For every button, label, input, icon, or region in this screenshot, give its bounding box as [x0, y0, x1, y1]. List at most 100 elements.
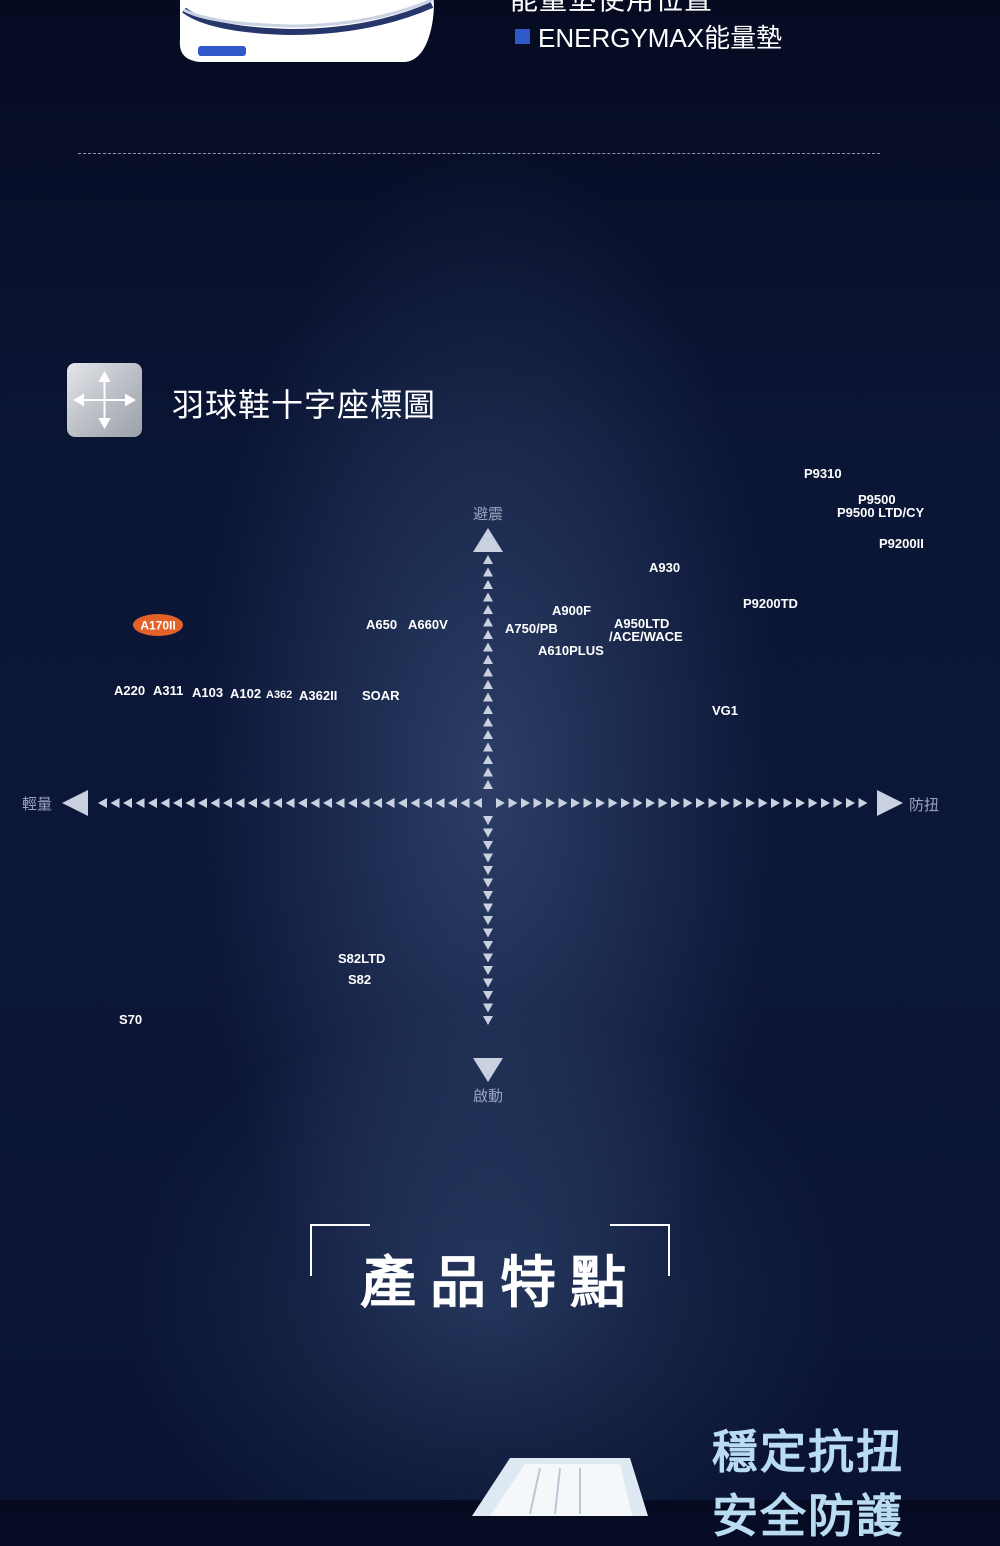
axis-arrow-mark: [483, 567, 493, 577]
model-label: A102: [230, 686, 261, 701]
axis-label-bottom: 啟動: [473, 1088, 503, 1105]
axis-arrow-mark: [323, 798, 332, 808]
axis-arrow-mark: [173, 798, 182, 808]
title-bracket-left: [310, 1224, 370, 1276]
model-label: A311: [153, 683, 183, 698]
axis-arrow-mark: [496, 798, 505, 808]
energymax-legend-label: ENERGYMAX能量墊: [538, 23, 783, 53]
axis-arrow-mark: [483, 953, 493, 963]
product-features-title: 產品特點: [360, 1251, 640, 1314]
model-label: A660V: [408, 617, 448, 632]
energymax-legend-swatch: [515, 29, 530, 44]
axis-arrow-mark: [483, 680, 493, 689]
move-arrows-icon: [67, 363, 142, 437]
axis-arrow-mark: [448, 798, 457, 808]
axis-arrow-mark: [546, 798, 555, 808]
axis-arrow-mark: [771, 798, 780, 808]
axis-arrow-mark: [483, 692, 493, 702]
axis-arrow-mark: [483, 742, 493, 752]
axis-arrow-mark: [473, 798, 482, 808]
axis-arrow-mark: [483, 978, 493, 988]
axis-arrow-mark: [483, 1016, 493, 1025]
shoe-illustration: [179, 0, 434, 62]
chart-axes: [62, 528, 903, 1082]
model-label: /ACE/WACE: [609, 629, 683, 644]
axis-arrow-mark: [571, 798, 580, 808]
axis-arrow-mark: [385, 798, 395, 808]
axis-arrow-mark: [483, 991, 493, 1000]
axis-arrow-mark: [733, 798, 743, 808]
axis-arrow-mark: [235, 798, 245, 808]
axis-arrow-mark: [846, 798, 855, 808]
axis-arrow-mark: [483, 941, 493, 950]
model-label: A950LTD: [614, 616, 669, 631]
model-label: A610PLUS: [538, 643, 604, 658]
axis-arrow-mark: [483, 878, 493, 888]
axis-arrow-mark: [483, 605, 493, 614]
axis-arrow-mark: [123, 798, 132, 808]
axis-arrow-mark: [483, 730, 493, 739]
model-label: SOAR: [362, 688, 400, 703]
model-label: P9200II: [879, 536, 924, 551]
axis-arrow-mark: [483, 891, 493, 900]
axis-arrow-mark: [248, 798, 257, 808]
axis-arrow-mark: [708, 798, 718, 808]
axis-arrow-mark: [483, 767, 493, 777]
axis-arrow-mark: [671, 798, 680, 808]
axis-arrow-mark: [696, 798, 705, 808]
axis-arrow-mark: [483, 717, 493, 727]
model-label: P9200TD: [743, 596, 798, 611]
axis-arrow-mark: [185, 798, 195, 808]
axis-arrow-mark: [310, 798, 320, 808]
axis-arrow-mark: [783, 798, 793, 808]
axis-arrow-mark: [858, 798, 868, 808]
model-label: P9500: [858, 492, 896, 507]
axis-arrow-mark: [483, 928, 493, 938]
model-label: P9500 LTD/CY: [837, 505, 925, 520]
axis-arrow-mark: [260, 798, 270, 808]
cross-chart-title: 羽球鞋十字座標圖: [172, 387, 437, 423]
axis-arrow-mark: [521, 798, 530, 808]
axis-arrow-mark: [483, 866, 493, 875]
axis-arrow-mark: [285, 798, 295, 808]
axis-arrow-mark: [148, 798, 157, 808]
dashed-divider: [78, 153, 880, 154]
axis-arrow-mark: [483, 853, 493, 863]
axis-arrow-mark: [633, 798, 643, 808]
highlight-badge: [133, 614, 183, 636]
model-label: S82LTD: [338, 951, 385, 966]
axis-arrow-mark: [583, 798, 593, 808]
model-label: A362II: [299, 688, 337, 703]
axis-arrow-mark: [435, 798, 445, 808]
model-label-highlighted: A170II: [140, 619, 175, 633]
axis-arrow-mark: [360, 798, 370, 808]
feature-heading: 穩定抗扭: [712, 1426, 904, 1478]
axis-arrow-mark: [473, 1058, 503, 1082]
axis-arrow-mark: [483, 655, 493, 664]
axis-arrow-mark: [483, 630, 493, 639]
axis-arrow-mark: [483, 592, 493, 602]
axis-arrow-mark: [110, 798, 120, 808]
energymax-position-caption: 能量墊使用位置: [510, 0, 713, 18]
axis-arrow-mark: [298, 798, 307, 808]
axis-arrow-mark: [558, 798, 568, 808]
axis-arrow-mark: [460, 798, 470, 808]
axis-label-right: 防扭: [909, 797, 939, 814]
axis-arrow-mark: [483, 705, 493, 714]
axis-arrow-mark: [335, 798, 345, 808]
axis-arrow-mark: [223, 798, 232, 808]
axis-arrow-mark: [877, 790, 903, 816]
axis-arrow-mark: [596, 798, 605, 808]
model-label: A900F: [552, 603, 591, 618]
axis-arrow-mark: [483, 580, 493, 589]
axis-arrow-mark: [683, 798, 693, 808]
energymax-pad: [198, 46, 246, 56]
model-label: A103: [192, 685, 223, 700]
axis-arrow-mark: [210, 798, 220, 808]
axis-arrow-mark: [621, 798, 630, 808]
model-label: A220: [114, 683, 145, 698]
model-label: S82: [348, 972, 371, 987]
axis-arrow-mark: [483, 667, 493, 677]
model-label: A362: [266, 689, 292, 701]
axis-arrow-mark: [508, 798, 518, 808]
